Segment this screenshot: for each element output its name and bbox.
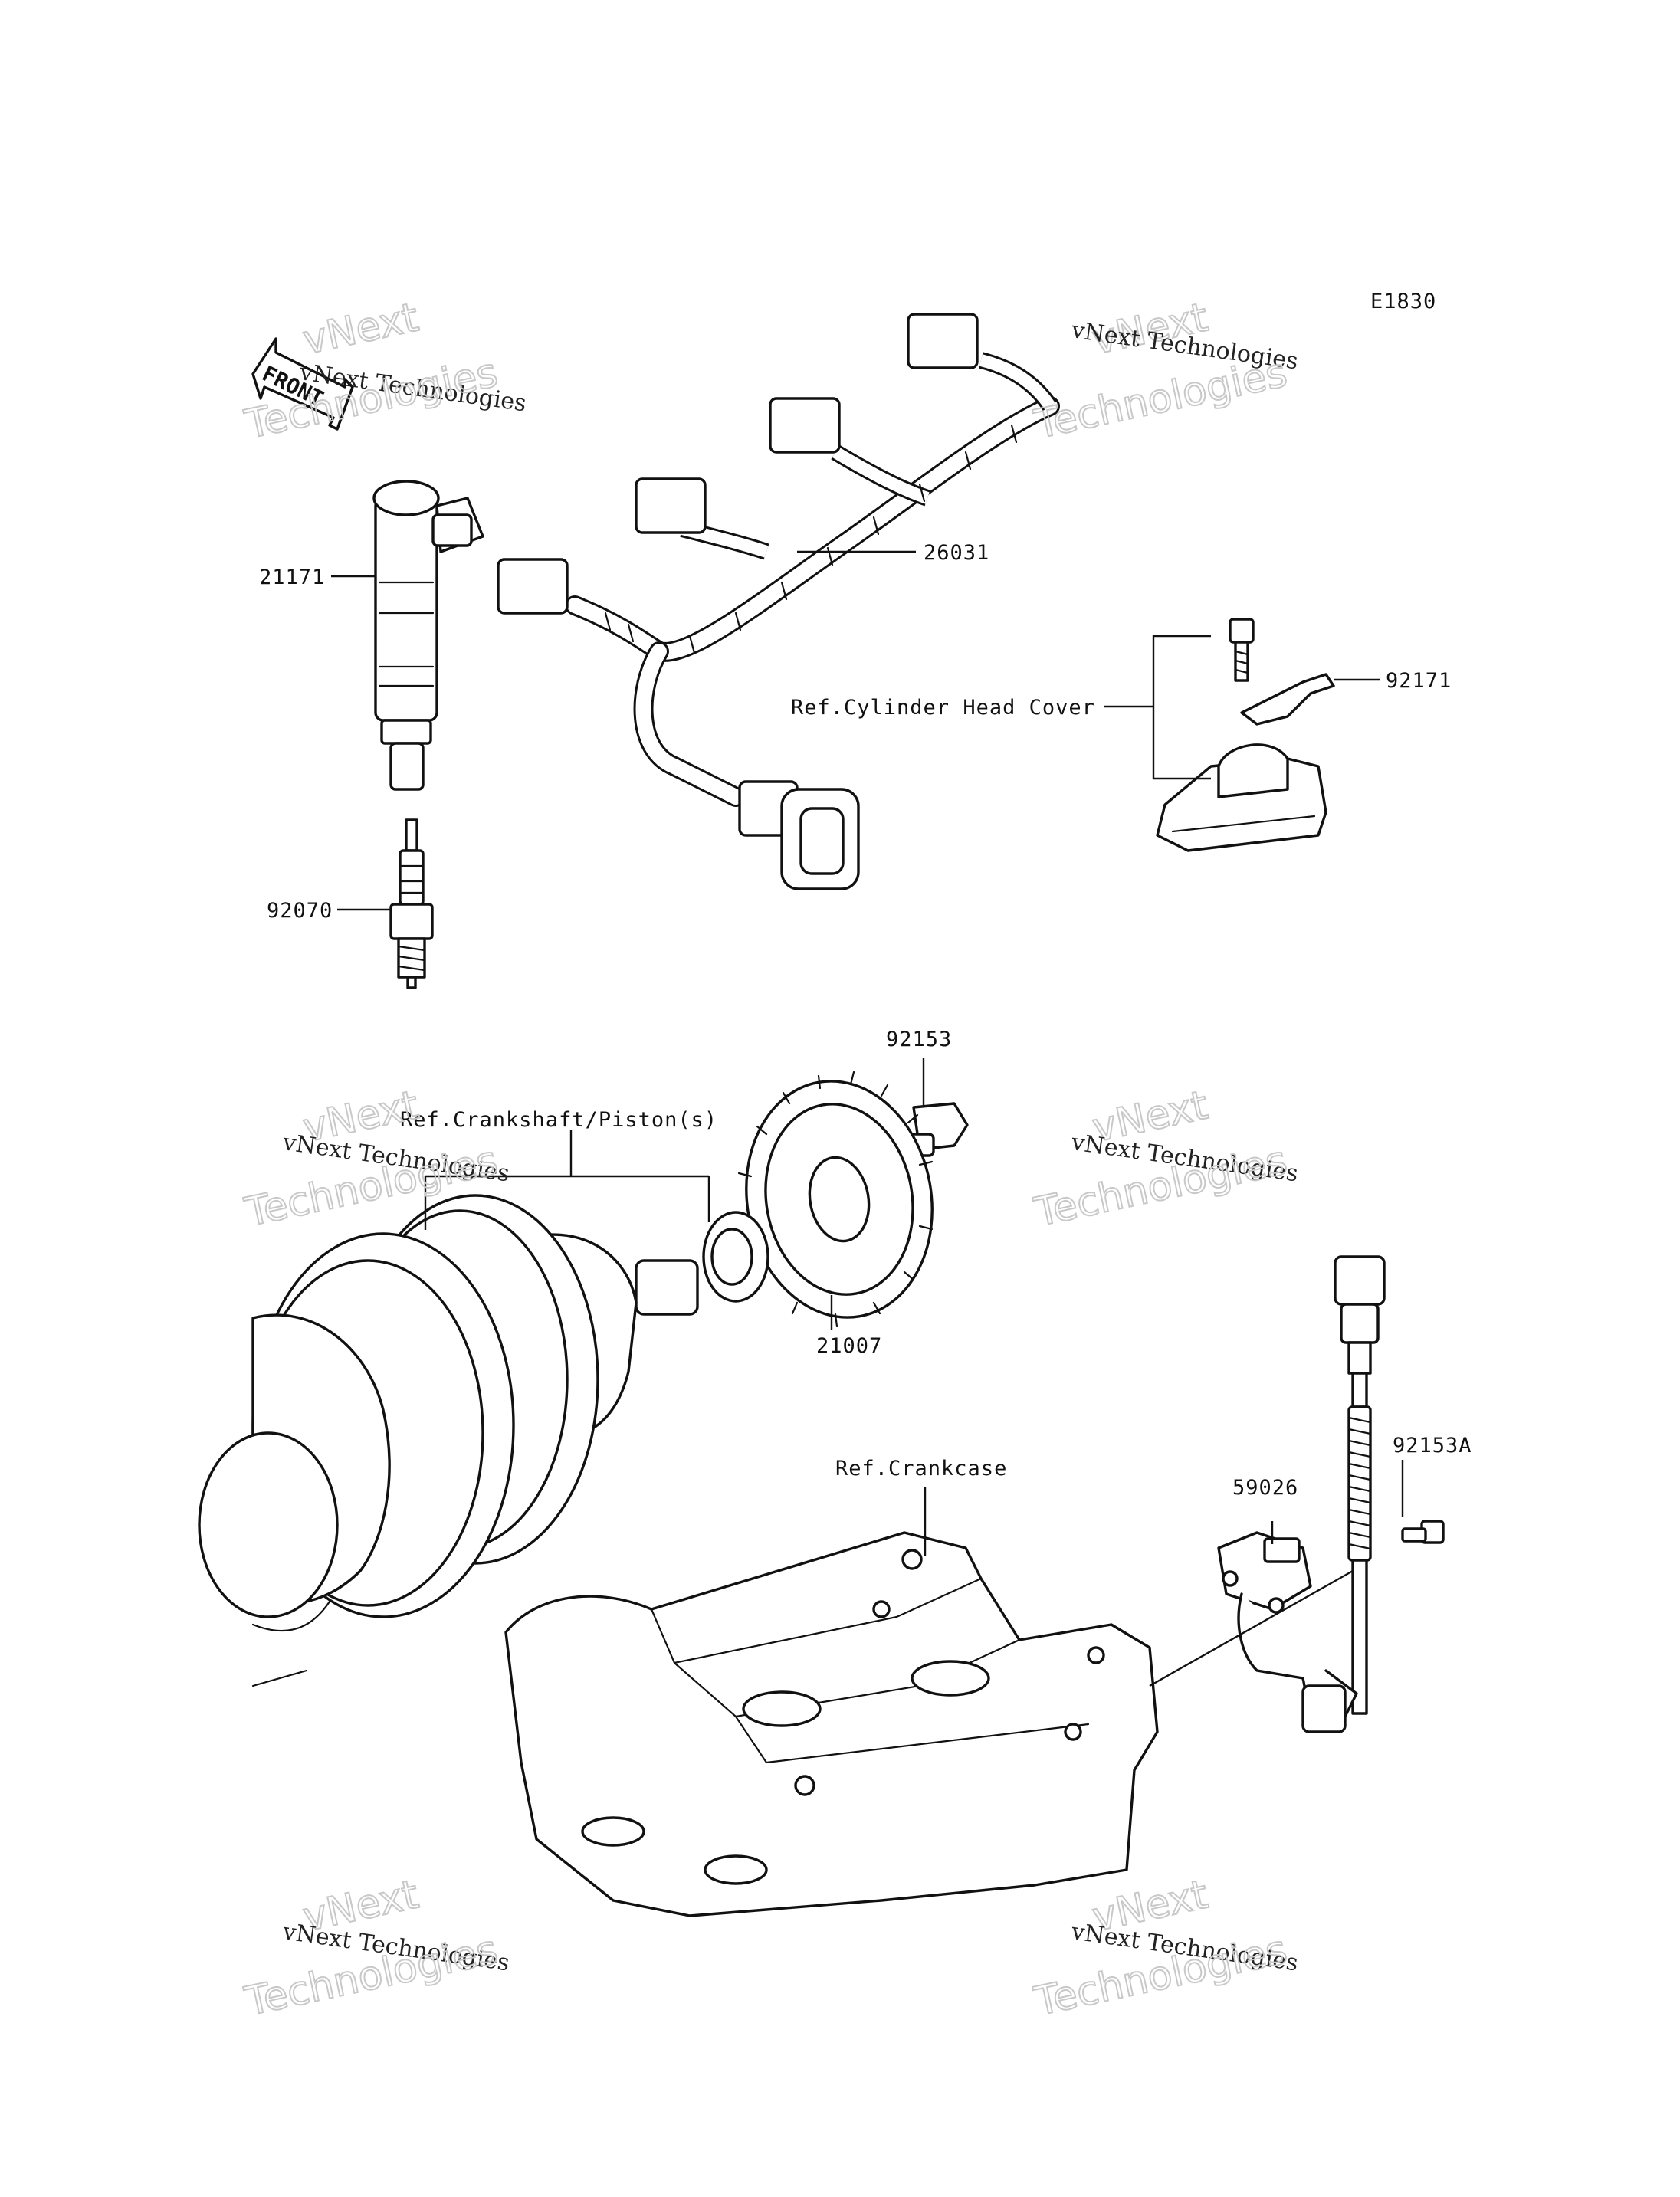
watermark-top-right: vNext vNext Technologies Technologies <box>1029 293 1300 448</box>
callout-21171: 21171 <box>259 566 325 589</box>
callout-92171: 92171 <box>1386 669 1452 693</box>
ref-cylinder-head-cover: Ref.Cylinder Head Cover <box>791 696 1095 720</box>
callout-92070: 92070 <box>267 899 333 923</box>
spark-plug-drawing <box>389 818 434 989</box>
ref-crankcase: Ref.Crankcase <box>835 1457 1007 1481</box>
watermark-middle-left: vNext vNext Technologies Technologies <box>240 1081 511 1236</box>
leader-ref-crankshaft <box>424 1130 710 1230</box>
timing-rotor-drawing <box>737 1071 934 1328</box>
watermark-middle-right: vNext vNext Technologies Technologies <box>1029 1081 1300 1236</box>
svg-text:vNext: vNext <box>299 294 422 363</box>
ref-crankshaft-pistons: Ref.Crankshaft/Piston(s) <box>400 1108 717 1132</box>
cylinder-head-cover-drawing <box>1156 618 1335 852</box>
diagram-code: E1830 <box>1370 290 1436 313</box>
watermark-bottom-left: vNext vNext Technologies Technologies <box>240 1871 511 2025</box>
crankshaft-drawing <box>198 1194 769 1687</box>
callout-92153: 92153 <box>886 1028 952 1051</box>
callout-21007: 21007 <box>816 1334 882 1358</box>
callout-59026: 59026 <box>1232 1476 1298 1500</box>
callout-92153a: 92153A <box>1393 1434 1472 1458</box>
wiring-harness-drawing <box>497 313 1060 890</box>
ignition-coil-drawing <box>372 480 484 791</box>
svg-text:Technologies: Technologies <box>1030 350 1291 448</box>
leader-ref-cylinder-head <box>1104 635 1211 780</box>
watermark-bottom-right: vNext vNext Technologies Technologies <box>1029 1871 1300 2025</box>
crank-sensor-drawing <box>1217 1255 1445 1733</box>
leader-sensor-crankcase <box>1149 1569 1354 1687</box>
callout-26031: 26031 <box>924 541 989 565</box>
crankcase-drawing <box>504 1531 1159 1917</box>
